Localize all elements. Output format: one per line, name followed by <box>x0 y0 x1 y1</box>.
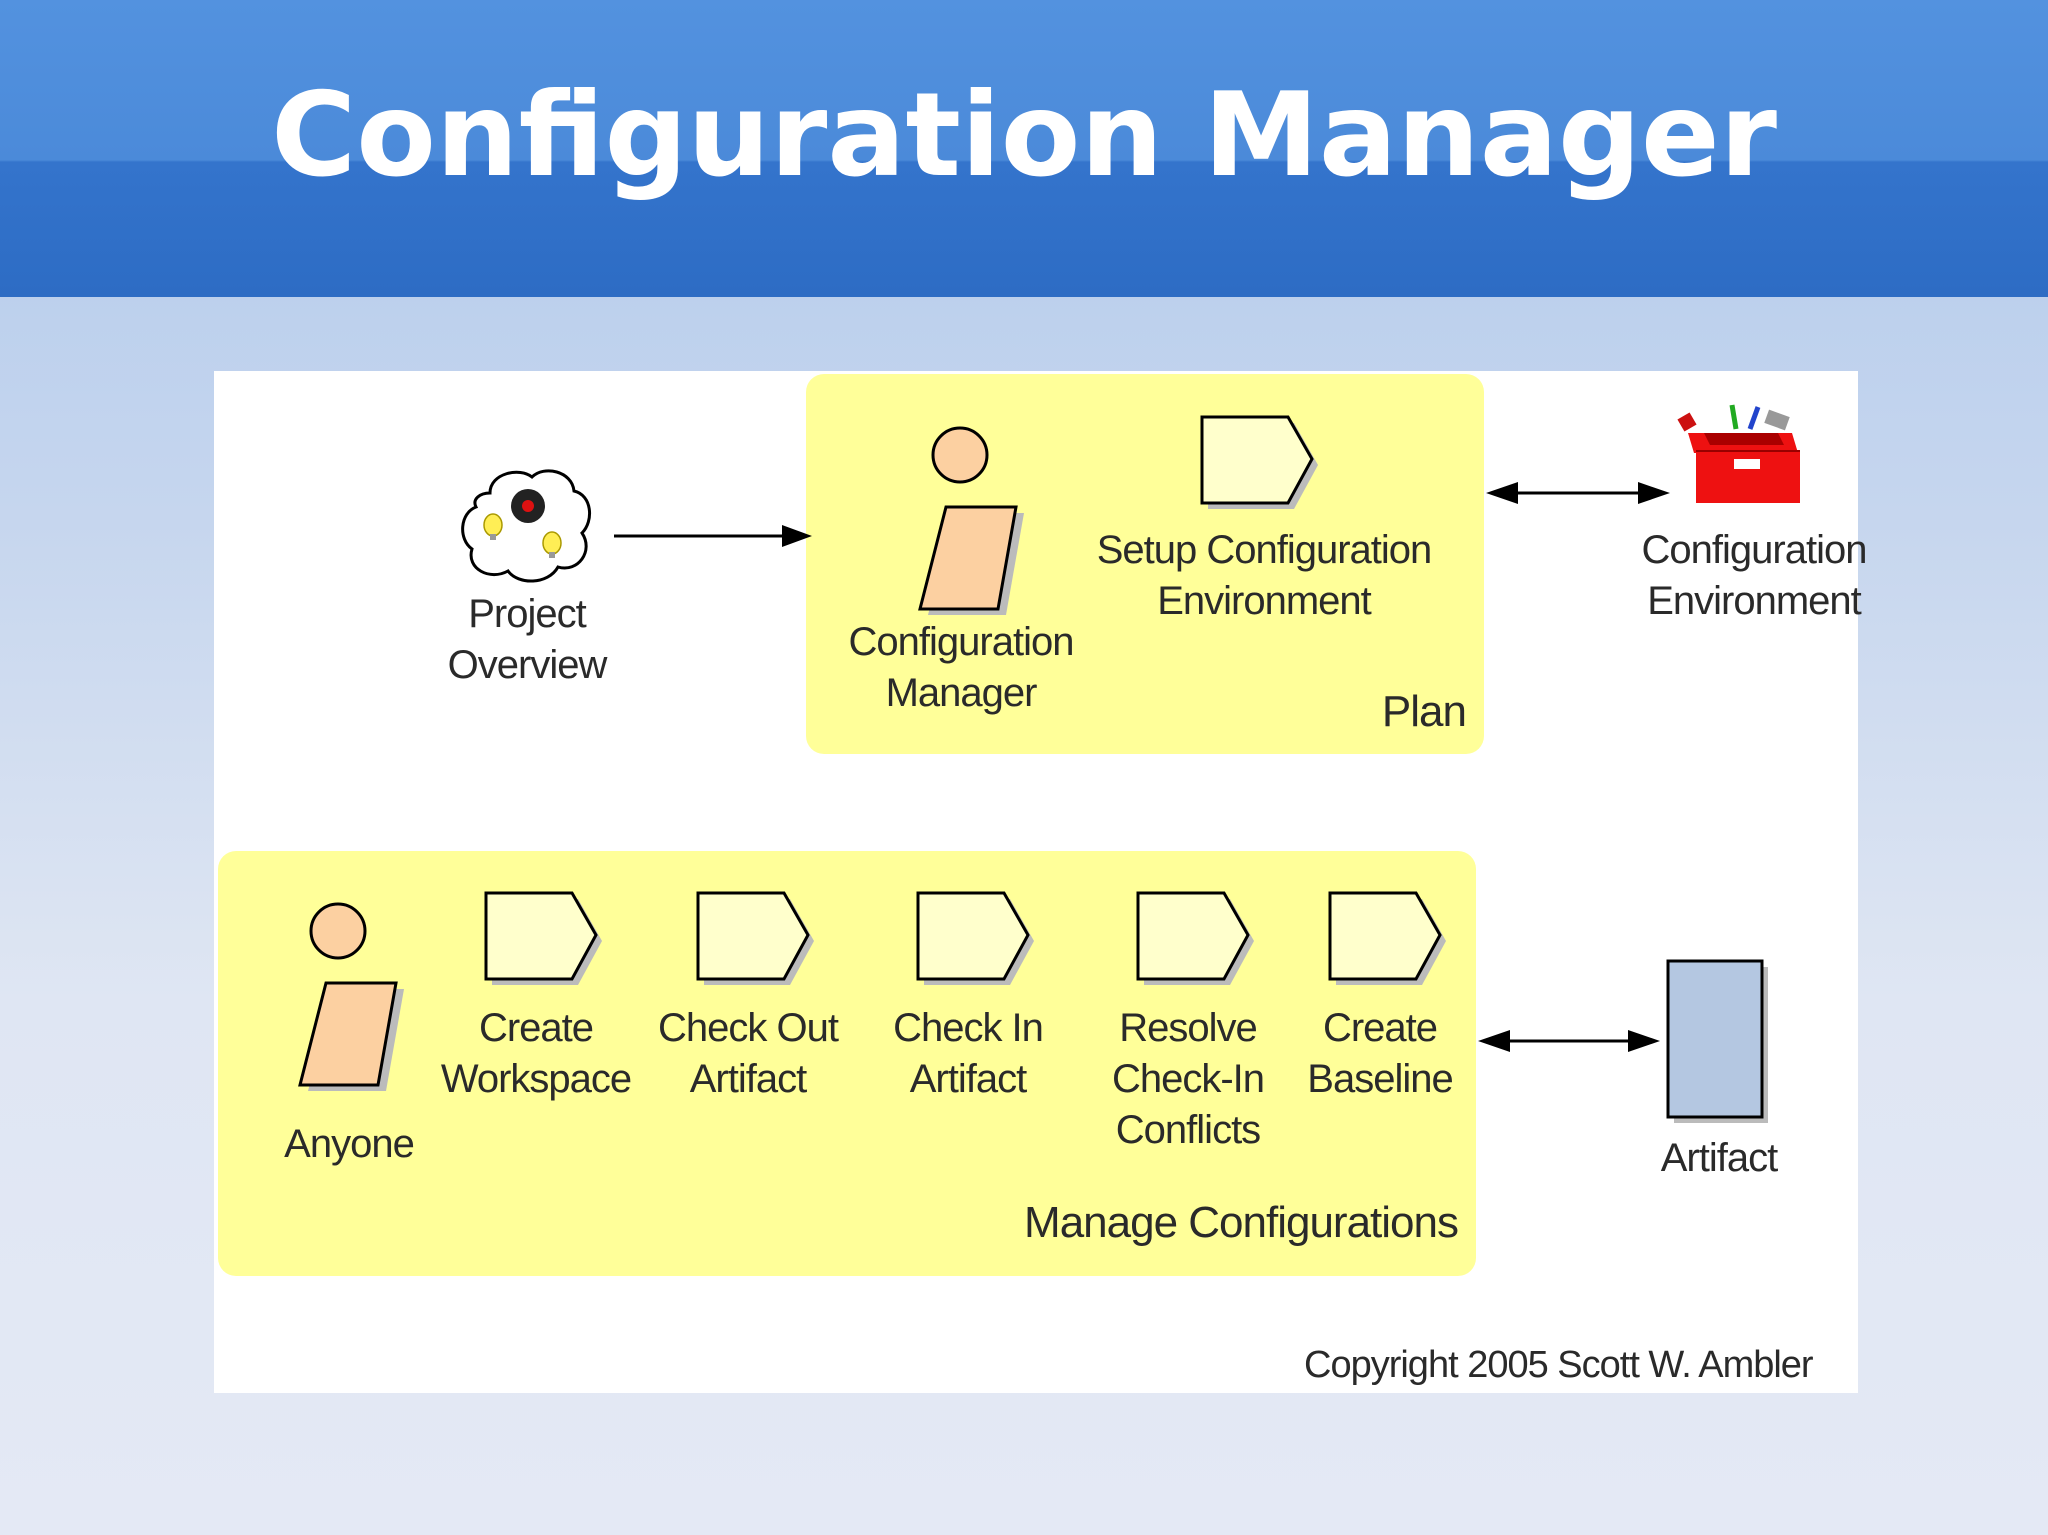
create-workspace-label: Create Workspace <box>440 1006 632 1101</box>
person-icon <box>918 426 1024 615</box>
activity-icon <box>1200 415 1318 509</box>
association-arrow <box>1486 482 1670 504</box>
anyone-label: Anyone <box>284 1122 415 1166</box>
slide-title: Configuration Manager <box>271 68 1777 203</box>
project-overview-label: Project Overview <box>447 592 608 687</box>
copyright-text: Copyright 2005 Scott W. Ambler <box>1304 1344 1814 1386</box>
diagram-panel: Plan Manage Configurations Project Overv… <box>214 371 1867 1393</box>
title-bar: Configuration Manager <box>0 0 2048 297</box>
manage-lane: Manage Configurations <box>218 851 1476 1276</box>
activity-icon <box>1136 891 1254 985</box>
thought-cloud-icon <box>461 469 591 583</box>
activity-icon <box>1328 891 1446 985</box>
plan-lane-title: Plan <box>1381 687 1467 736</box>
setup-configuration-environment-label: Setup Configuration Environment <box>1096 528 1433 623</box>
association-arrow <box>1478 1030 1660 1052</box>
person-icon <box>298 902 404 1091</box>
resolve-check-in-conflicts-label: Resolve Check-In Conflicts <box>1111 1006 1265 1152</box>
activity-icon <box>696 891 814 985</box>
configuration-environment-label: Configuration Environment <box>1641 528 1868 623</box>
artifact-label: Artifact <box>1660 1136 1778 1180</box>
create-baseline-label: Create Baseline <box>1307 1006 1453 1101</box>
flow-arrow <box>614 525 812 547</box>
activity-icon <box>916 891 1034 985</box>
configuration-manager-label: Configuration Manager <box>848 620 1075 715</box>
check-in-artifact-label: Check In Artifact <box>893 1006 1044 1101</box>
activity-icon <box>484 891 602 985</box>
toolbox-icon <box>1677 404 1800 503</box>
plan-lane: Plan <box>806 374 1484 754</box>
manage-lane-title: Manage Configurations <box>1024 1198 1459 1247</box>
artifact-icon <box>1666 959 1768 1123</box>
check-out-artifact-label: Check Out Artifact <box>658 1006 839 1101</box>
